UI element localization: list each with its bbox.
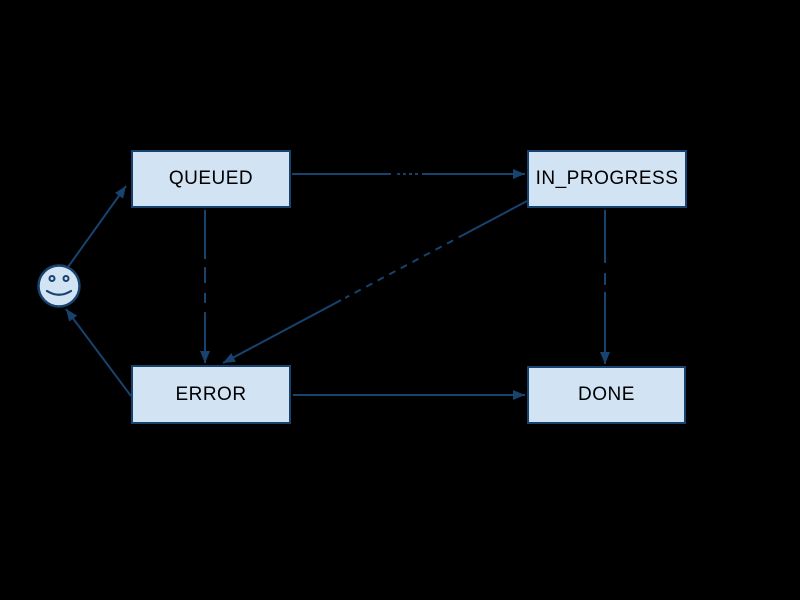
- edge-in_progress-to-error: [223, 200, 528, 363]
- state-node-queued: QUEUED: [131, 150, 291, 208]
- state-label-done: DONE: [578, 384, 635, 405]
- state-label-queued: QUEUED: [168, 168, 254, 189]
- smiley-mouth: [45, 289, 73, 296]
- state-node-in-progress: IN_PROGRESS: [527, 150, 687, 208]
- state-label-in-progress: IN_PROGRESS: [535, 168, 679, 189]
- start-state-node: [36, 263, 82, 309]
- edge-start-to-queued: [67, 185, 127, 268]
- edge-error-to-start: [65, 308, 132, 397]
- state-node-error: ERROR: [131, 365, 291, 424]
- state-node-done: DONE: [527, 366, 686, 424]
- smiley-right-eye: [62, 275, 70, 282]
- smiley-left-eye: [48, 275, 56, 282]
- smiley-face-icon: [37, 264, 81, 308]
- state-label-error: ERROR: [175, 383, 247, 405]
